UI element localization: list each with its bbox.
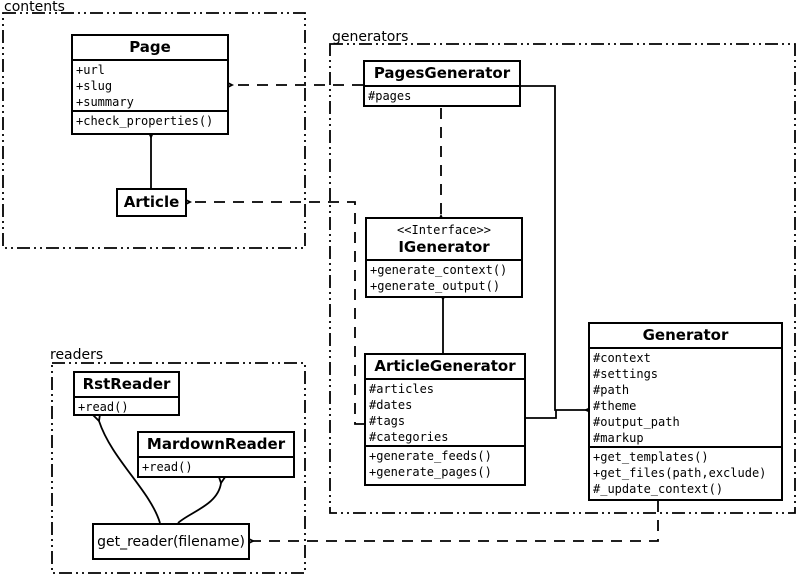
class-articlegenerator-title: ArticleGenerator (374, 357, 516, 375)
class-rstreader-title: RstReader (82, 375, 171, 393)
method: +generate_pages() (369, 464, 492, 479)
package-generators-border (329, 43, 796, 514)
class-articlegenerator-methods: +generate_feeds() +generate_pages() (366, 444, 524, 485)
attribute: #pages (368, 88, 412, 103)
attribute: #articles (369, 381, 435, 396)
attribute: #categories (369, 429, 449, 444)
attribute: +summary (76, 94, 134, 109)
attribute: #path (593, 382, 630, 397)
method: +generate_feeds() (369, 448, 492, 463)
attribute: +slug (76, 78, 113, 93)
attribute: #dates (369, 397, 413, 412)
class-rstreader: RstReader +read() (73, 371, 180, 416)
method: +read() (78, 399, 129, 414)
class-igenerator: <<Interface>> IGenerator +generate_conte… (365, 217, 523, 298)
method: #_update_context() (593, 481, 724, 496)
method: +generate_output() (370, 278, 501, 293)
class-article: Article (116, 188, 187, 217)
attribute: #markup (593, 430, 644, 445)
class-pagesgenerator-attributes: #pages (365, 84, 519, 106)
attribute: +url (76, 62, 105, 77)
method: +read() (142, 459, 193, 474)
function-get-reader-label: get_reader(filename) (97, 533, 245, 550)
class-pagesgenerator-title: PagesGenerator (373, 64, 511, 82)
class-generator-attributes: #context #settings #path #theme #output_… (590, 346, 781, 446)
class-page-methods: +check_properties() (73, 109, 227, 134)
attribute: #tags (369, 413, 406, 428)
edge-getreader-to-rstreader-arrow (87, 405, 161, 524)
edge-getreader-to-mardownreader-arrow (177, 467, 231, 524)
method: +check_properties() (76, 113, 214, 128)
class-igenerator-title: IGenerator (398, 238, 490, 256)
class-generator-methods: +get_templates() +get_files(path,exclude… (590, 445, 781, 500)
class-page-attributes: +url +slug +summary (73, 58, 227, 110)
class-igenerator-stereotype: <<Interface>> (397, 223, 491, 237)
class-page-title: Page (129, 38, 171, 56)
package-readers-border (51, 362, 306, 574)
edge-pagesgenerator-to-generator-generalization (520, 85, 605, 420)
attribute: #settings (593, 366, 659, 381)
package-contents-border (2, 12, 306, 249)
package-contents-label: contents (4, 0, 65, 15)
edge-generator-to-getreader-dependency (238, 501, 659, 549)
class-mardownreader-title: MardownReader (146, 435, 286, 453)
edge-articlegenerator-to-article-dependency (175, 194, 364, 425)
package-readers-label: readers (50, 347, 104, 363)
attribute: #output_path (593, 414, 680, 429)
class-article-title: Article (123, 192, 180, 211)
class-pagesgenerator: PagesGenerator #pages (363, 60, 521, 107)
edge-articlegenerator-to-generator-generalization (525, 410, 557, 419)
attribute: #context (593, 350, 651, 365)
method: +get_templates() (593, 449, 709, 464)
class-articlegenerator-attributes: #articles #dates #tags #categories (366, 377, 524, 445)
class-rstreader-methods: +read() (75, 395, 178, 415)
class-articlegenerator: ArticleGenerator #articles #dates #tags … (364, 353, 526, 486)
class-generator: Generator #context #settings #path #them… (588, 322, 783, 501)
class-mardownreader: MardownReader +read() (137, 431, 295, 478)
attribute: #theme (593, 398, 637, 413)
method: +generate_context() (370, 262, 508, 277)
function-get-reader: get_reader(filename) (92, 523, 250, 560)
class-page: Page +url +slug +summary +check_properti… (71, 34, 229, 135)
class-generator-title: Generator (642, 326, 729, 344)
method: +get_files(path,exclude) (593, 465, 767, 480)
class-mardownreader-methods: +read() (139, 455, 293, 477)
class-igenerator-methods: +generate_context() +generate_output() (367, 258, 521, 297)
package-generators-label: generators (332, 29, 409, 45)
